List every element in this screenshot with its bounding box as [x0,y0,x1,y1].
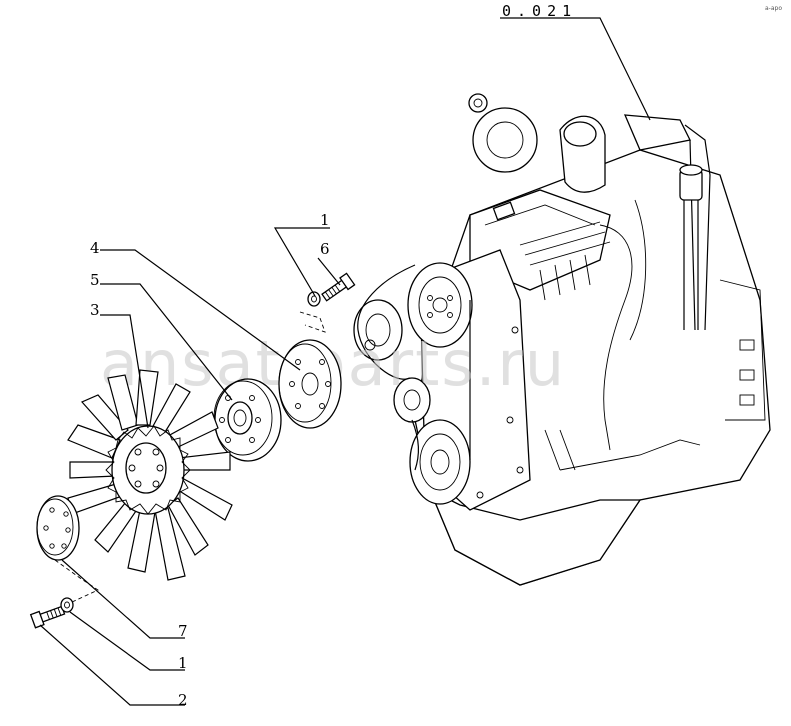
assembly-guide-bottom [54,559,99,604]
engine-assembly [353,93,771,586]
callout-2: 2 [178,691,188,709]
callout-3: 3 [90,301,100,319]
hub-part-5 [213,378,282,462]
callout-1-bottom: 1 [178,654,188,672]
reference-label: 0.021 [502,2,577,20]
callout-7: 7 [178,622,188,640]
washer-part-1-top [307,291,321,307]
callout-5: 5 [90,271,100,289]
assembly-guide-top [299,311,326,333]
fan-part-3 [67,369,233,581]
bolt-part-6 [321,272,356,302]
callout-4: 4 [90,239,100,257]
bolt-part-2 [29,605,66,629]
callout-6: 6 [320,240,330,258]
callout-1-top: 1 [320,211,330,229]
corner-mark: a-apo [765,5,782,12]
washer-part-1-bottom [60,597,74,613]
spacer-plate-part-4 [278,339,342,429]
leader-lines [39,17,651,706]
retaining-plate-part-7 [36,495,80,561]
